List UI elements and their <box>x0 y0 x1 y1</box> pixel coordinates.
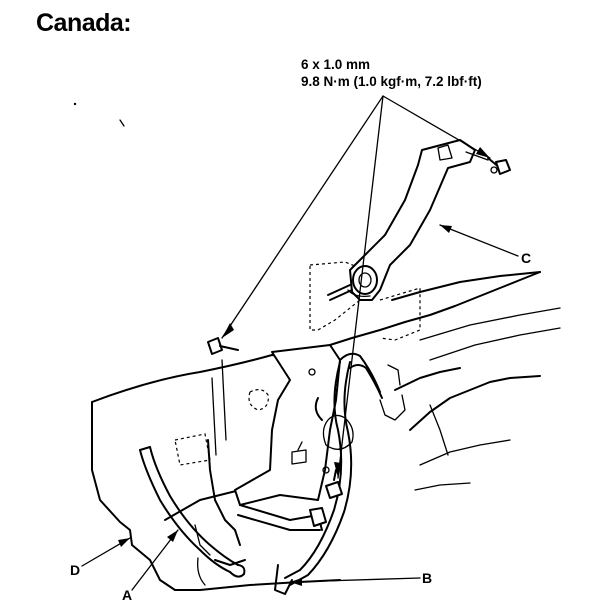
region-heading: Canada: <box>36 9 132 37</box>
bolt-upper-right-icon <box>487 157 511 175</box>
stray-mark <box>119 119 125 127</box>
leader-c <box>439 224 519 257</box>
body-panel-structure <box>174 261 561 491</box>
callout-b: B <box>422 570 433 586</box>
callout-d: D <box>70 562 81 578</box>
spec-leader-lines <box>221 95 491 479</box>
callout-c: C <box>521 250 532 266</box>
leader-a <box>131 529 179 591</box>
upper-bracket-c <box>327 139 489 301</box>
clip-lower-icon <box>309 507 327 527</box>
fastener-torque-label: 9.8 N·m (1.0 kgf·m, 7.2 lbf·ft) <box>301 74 482 89</box>
hose-a <box>139 446 246 586</box>
bolt-center-icon <box>325 469 343 499</box>
fastener-size-label: 6 x 1.0 mm <box>301 57 371 72</box>
bolt-left-icon <box>207 337 239 355</box>
leader-b <box>289 577 421 586</box>
leader-d <box>81 537 131 567</box>
callout-a: A <box>122 587 133 603</box>
cable-strap-b <box>274 352 383 595</box>
stray-dot <box>73 102 77 106</box>
